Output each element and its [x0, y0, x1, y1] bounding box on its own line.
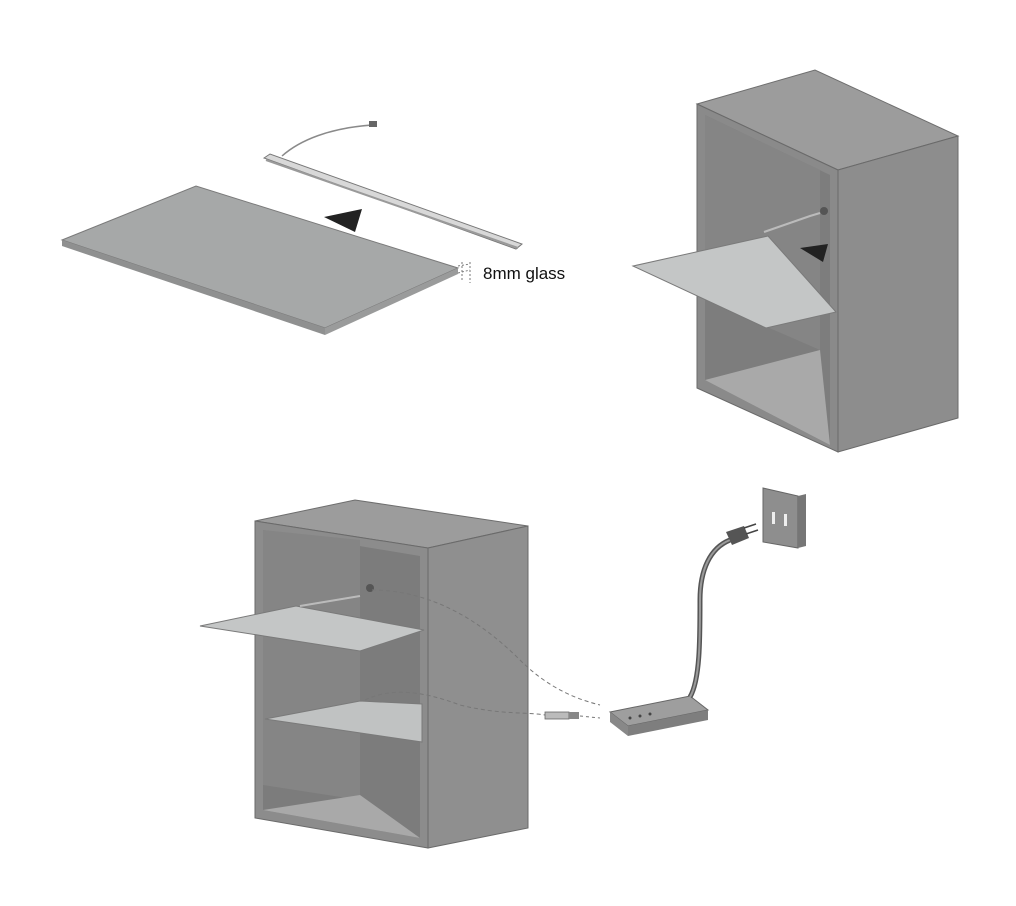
driver-port-3	[648, 712, 652, 716]
power-plug	[726, 526, 749, 545]
cabinet3-bottom	[263, 795, 420, 838]
driver-box-side	[628, 710, 708, 736]
thickness-dashes	[457, 262, 471, 283]
lower-glass-shelf	[264, 700, 423, 743]
wall-outlet-side	[798, 494, 806, 548]
lower-cable-connector	[544, 711, 570, 720]
driver-port-2	[638, 714, 642, 718]
cable-hole-3	[366, 584, 374, 592]
led-cable-connector	[369, 121, 377, 127]
lower-cable-tail	[579, 715, 601, 719]
step-1-glass-and-led-bar	[60, 121, 523, 335]
step-2-cabinet-insert	[631, 69, 960, 453]
outlet-slot-1	[772, 512, 775, 524]
shelf-led-cable	[763, 212, 821, 233]
led-profile-shadow	[265, 159, 519, 249]
power-cord-highlight	[689, 539, 731, 698]
plug-prong-1	[743, 523, 757, 529]
cabinet-bottom-inner	[705, 350, 830, 445]
glass-thickness-label: 8mm glass	[483, 264, 566, 283]
dashed-cable-upper	[371, 589, 601, 706]
insert-arrow-2	[800, 244, 828, 262]
cabinet3-right	[427, 525, 529, 849]
upper-led-cable	[299, 595, 361, 607]
driver-port-1	[628, 716, 632, 720]
upper-glass-shelf	[199, 605, 425, 652]
driver-box-front	[610, 712, 628, 736]
step-3-wiring	[199, 487, 806, 849]
plug-prong-2	[745, 529, 759, 535]
insert-arrow	[324, 209, 362, 232]
glass-panel-edge	[62, 240, 325, 335]
cabinet3-back	[263, 530, 360, 800]
cabinet-right-panel	[837, 135, 959, 453]
dashed-cable-lower	[364, 691, 546, 716]
outlet-slot-2	[784, 514, 787, 526]
lower-cable-plug	[569, 712, 579, 719]
glass-shelf	[631, 235, 837, 329]
wall-outlet	[762, 487, 799, 549]
led-cable	[281, 124, 373, 157]
glass-panel-edge-right	[325, 268, 458, 335]
cable-hole	[820, 207, 828, 215]
